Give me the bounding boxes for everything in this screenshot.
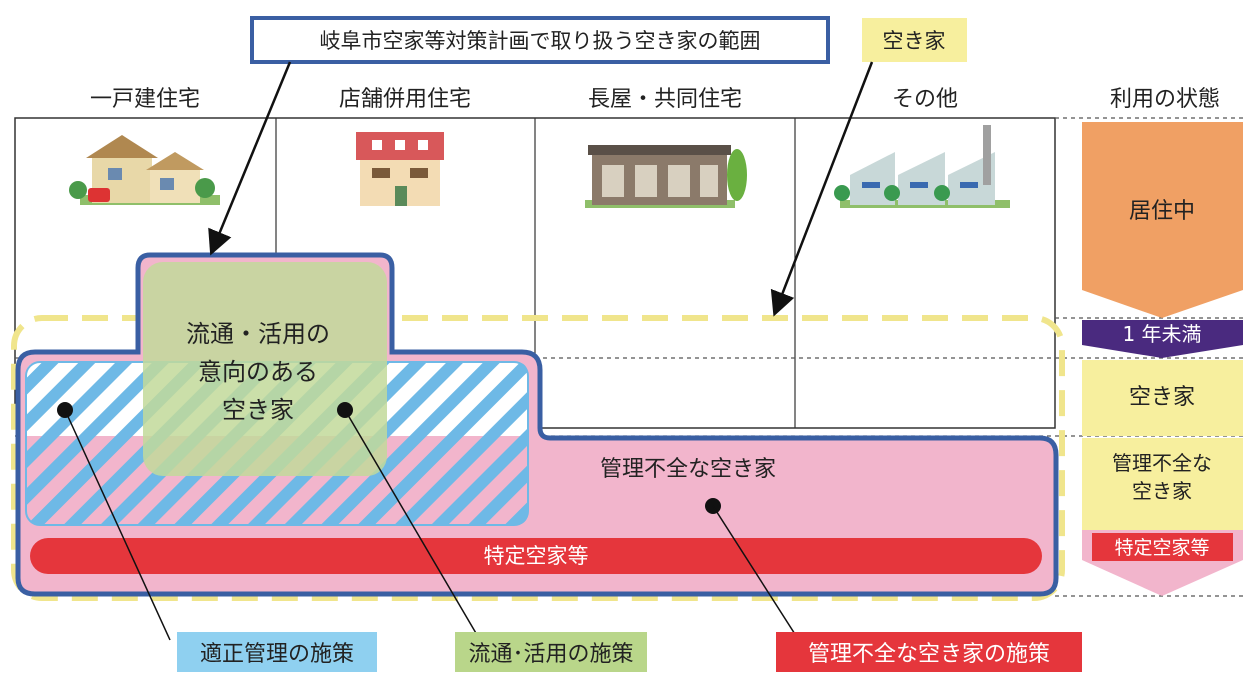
row-house-illustration xyxy=(585,145,747,208)
column-header-other: その他 xyxy=(892,87,958,112)
shop-house-illustration xyxy=(356,132,444,206)
poorly-managed-box xyxy=(1082,438,1243,530)
column-header-row-house: 長屋・共同住宅 xyxy=(588,87,742,112)
status-column: 居住中 1 年未満 空き家 管理不全な 空き家 特定空家等 xyxy=(1082,122,1243,596)
column-headers: 一戸建住宅 店舗併用住宅 長屋・共同住宅 その他 利用の状態 xyxy=(90,87,1220,112)
occupied-arrow xyxy=(1082,122,1243,318)
region-distribution-line2: 意向のある xyxy=(198,358,318,386)
region-distribution-line3: 空き家 xyxy=(222,396,294,424)
status-specified: 特定空家等 xyxy=(1114,537,1209,559)
akiya-box xyxy=(862,18,967,62)
status-header: 利用の状態 xyxy=(1110,87,1220,112)
region-specified: 特定空家等 xyxy=(484,544,589,568)
specified-bar xyxy=(30,538,1042,574)
vacant-houses-boundary xyxy=(11,315,1065,601)
title-text: 岐阜市空家等対策計画で取り扱う空き家の範囲 xyxy=(320,29,761,53)
column-header-shop-house: 店舗併用住宅 xyxy=(339,87,471,112)
detached-house-illustration xyxy=(69,135,220,205)
region-poorly-managed: 管理不全な空き家 xyxy=(600,457,776,482)
status-poorly-managed-line2: 空き家 xyxy=(1132,479,1192,503)
measure-poorly-managed: 管理不全な空き家の施策 xyxy=(808,642,1050,667)
status-poorly-managed-line1: 管理不全な xyxy=(1112,451,1212,475)
measure-labels: 適正管理の施策 流通･活用の施策 管理不全な空き家の施策 xyxy=(177,632,1082,672)
measure-distribution: 流通･活用の施策 xyxy=(468,642,633,667)
region-distribution-line1: 流通・活用の xyxy=(186,320,330,348)
under-one-year-arrow xyxy=(1082,320,1243,358)
title-box xyxy=(250,16,830,64)
measure-proper-management: 適正管理の施策 xyxy=(200,642,354,667)
distribution-intent-region xyxy=(143,262,387,476)
column-header-detached: 一戸建住宅 xyxy=(90,87,200,112)
status-under-one-year: 1 年未満 xyxy=(1122,322,1201,346)
status-vacant: 空き家 xyxy=(1129,385,1195,410)
akiya-text: 空き家 xyxy=(883,29,946,53)
vacant-box xyxy=(1082,360,1243,436)
status-occupied: 居住中 xyxy=(1129,199,1195,224)
factory-illustration xyxy=(834,125,1010,208)
